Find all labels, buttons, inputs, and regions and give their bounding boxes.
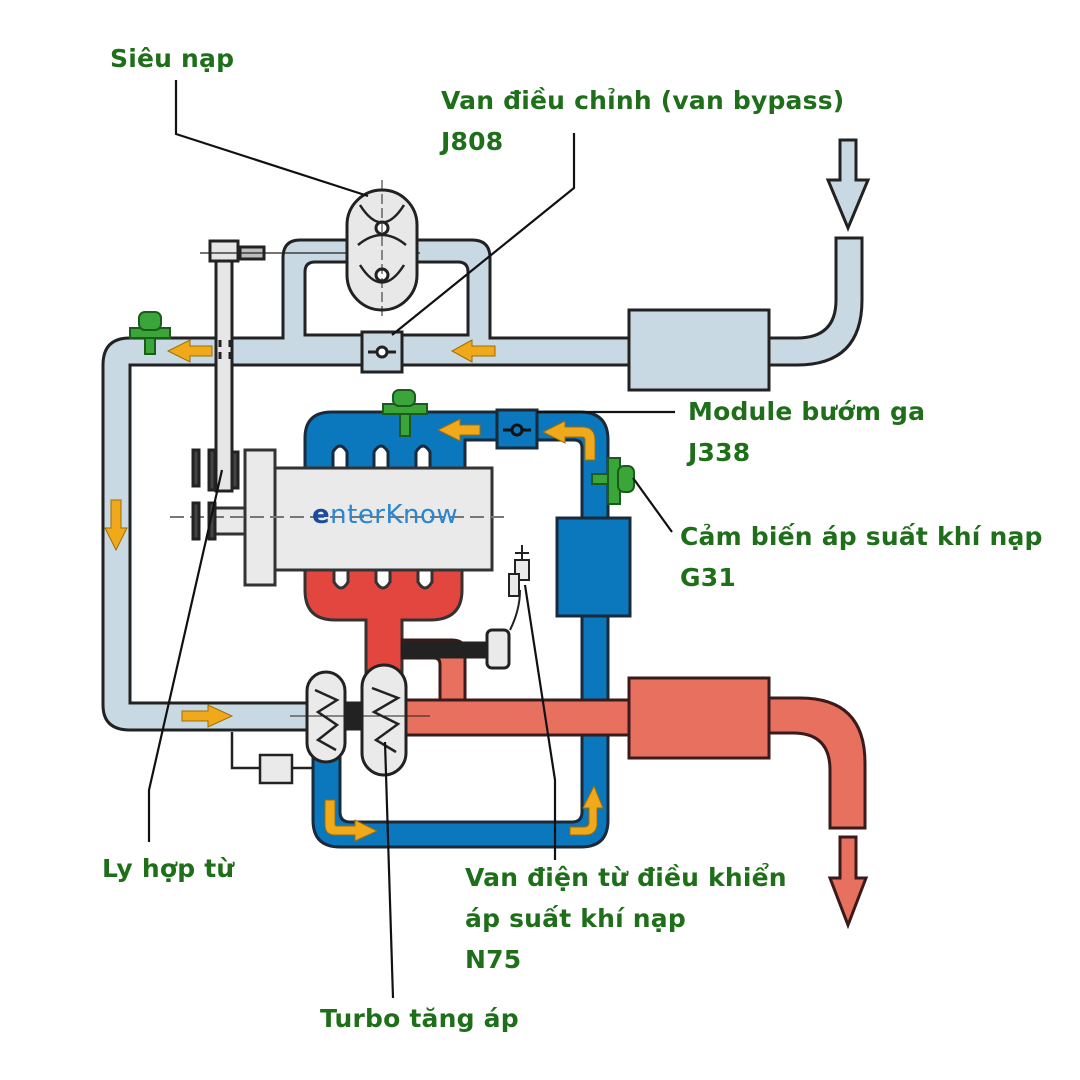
label-boost-solenoid: Van điện từ điều khiển áp suất khí nạp N… bbox=[465, 857, 787, 980]
label-line: Ly hợp từ bbox=[102, 854, 235, 883]
magnetic-clutch bbox=[191, 448, 240, 541]
label-code: G31 bbox=[680, 563, 736, 592]
leader-solenoid bbox=[523, 584, 557, 860]
engine bbox=[170, 448, 510, 682]
flow-arrow-left bbox=[450, 339, 496, 363]
leader-turbo bbox=[383, 741, 395, 999]
intake-inlet-pipe bbox=[766, 236, 864, 367]
label-bypass-valve: Van điều chỉnh (van bypass) J808 bbox=[441, 80, 844, 162]
throttle-module-j338 bbox=[495, 408, 539, 450]
engine-block bbox=[273, 466, 494, 572]
label-line: áp suất khí nạp bbox=[465, 904, 686, 933]
label-line: Van điều chỉnh (van bypass) bbox=[441, 86, 845, 115]
label-magnetic-clutch: Ly hợp từ bbox=[102, 848, 234, 889]
label-supercharger: Siêu nạp bbox=[110, 38, 234, 79]
intake-main-pipe bbox=[101, 238, 631, 732]
flow-arrows bbox=[104, 339, 604, 842]
flow-arrow-right bbox=[181, 704, 234, 728]
leader-clutch bbox=[147, 469, 224, 842]
flow-arrow-left bbox=[436, 418, 481, 442]
fresh-intake-path bbox=[101, 138, 871, 732]
flow-arrow-curve bbox=[324, 799, 379, 842]
intake-temp-sensor bbox=[129, 311, 171, 355]
bypass-valve-j808 bbox=[360, 330, 404, 374]
boost-solenoid-n75 bbox=[508, 545, 530, 597]
label-line: Module bướm ga bbox=[688, 397, 926, 426]
watermark-logo-e: e bbox=[312, 500, 331, 530]
flow-arrow-left bbox=[166, 339, 213, 363]
flow-arrow-curve bbox=[541, 420, 596, 461]
recirculation-valve bbox=[230, 732, 313, 785]
intake-pressure-sensor-g31 bbox=[591, 457, 635, 505]
watermark-logo-text: nterKnow bbox=[330, 500, 459, 530]
intake-inlet-arrow bbox=[825, 138, 871, 232]
label-pressure-sensor: Cảm biến áp suất khí nạp G31 bbox=[680, 516, 1043, 598]
turbine-wheel bbox=[360, 663, 408, 777]
leader-lines bbox=[147, 80, 675, 999]
muffler bbox=[627, 676, 771, 760]
label-code: J338 bbox=[688, 438, 751, 467]
label-turbocharger: Turbo tăng áp bbox=[320, 998, 519, 1039]
supercharger-pulley bbox=[208, 239, 240, 263]
watermark-logo: enterKnow bbox=[312, 500, 458, 530]
belt-drive bbox=[200, 239, 420, 493]
leader-pressure-sensor bbox=[632, 477, 673, 533]
air-filter bbox=[627, 308, 771, 392]
label-line: Cảm biến áp suất khí nạp bbox=[680, 522, 1043, 551]
exhaust-path bbox=[398, 638, 869, 930]
label-code: N75 bbox=[465, 945, 522, 974]
supercharger bbox=[345, 180, 419, 318]
leader-supercharger bbox=[174, 80, 369, 198]
exhaust-outlet-arrow bbox=[827, 835, 869, 930]
flow-arrow-down bbox=[104, 499, 128, 552]
label-line: Siêu nạp bbox=[110, 44, 235, 73]
exhaust-pipe bbox=[398, 698, 631, 737]
flow-arrow-up bbox=[569, 784, 604, 836]
label-line: Turbo tăng áp bbox=[320, 1004, 519, 1033]
manifold-sensor bbox=[382, 389, 428, 437]
label-throttle-module: Module bướm ga J338 bbox=[688, 391, 925, 473]
label-code: J808 bbox=[441, 127, 504, 156]
leader-bypass-valve bbox=[391, 133, 576, 336]
label-line: Van điện từ điều khiển bbox=[465, 863, 787, 892]
turbocharger bbox=[290, 663, 430, 777]
intercooler bbox=[555, 516, 632, 618]
